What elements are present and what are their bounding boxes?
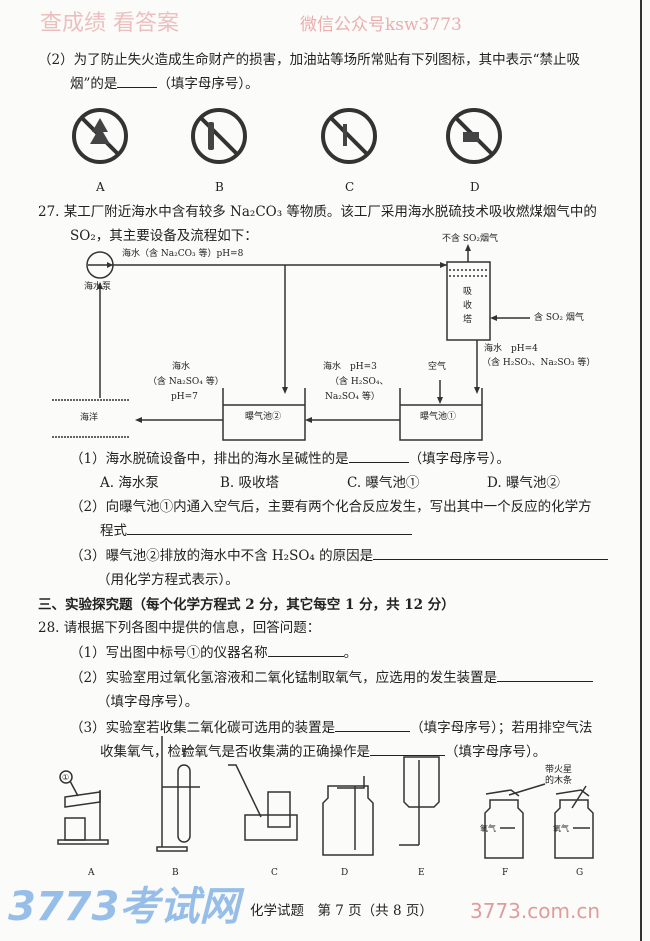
pool2-out-label: （含 Na₂SO₄ 等） [148, 377, 224, 387]
q27-sub3-line2: （用化学方程式表示）。 [97, 572, 239, 588]
pool1-out-label: Na₂SO₄ 等） [325, 392, 380, 402]
no-matches-icon [446, 108, 502, 164]
text: （填字母序号）。 [157, 76, 259, 92]
ocean-label: 海洋 [80, 413, 99, 423]
q27-line1: 27. 某工厂附近海水中含有较多 Na₂CO₃ 等物质。该工厂采用海水脱硫技术吸… [38, 204, 597, 220]
text: 。 [343, 645, 358, 661]
apparatus-label: C [271, 868, 278, 878]
answer-blank[interactable] [335, 719, 411, 732]
text: 程式 [100, 523, 127, 539]
q27-sub3: （3）曝气池②排放的海水中不含 H₂SO₄ 的原因是 [70, 547, 609, 565]
apparatus-label: F [502, 868, 509, 878]
oxygen-label: 氧气 [553, 824, 569, 833]
q28-sub3-line2: 收集氧气，检验氧气是否收集满的正确操作是 （填字母序号）。 [100, 743, 546, 761]
flow-label: 海水（含 Na₂CO₃ 等）pH=8 [122, 249, 244, 259]
page-footer: 化学试题 第 7 页（共 8 页） [250, 903, 433, 919]
q26-2-line1: （2）为了防止失火造成生命财产的损害，加油站等场所常贴有下列图标，其中表示“禁止… [38, 52, 580, 68]
apparatus-label: D [341, 868, 349, 878]
q28-line: 28. 请根据下列各图中提供的信息，回答问题： [38, 620, 321, 636]
flue-in-label: 含 SO₂ 烟气 [534, 313, 584, 323]
q28-sub2: （2）实验室用过氧化氢溶液和二氧化锰制取氧气，应选用的发生装置是 [70, 669, 594, 687]
pump-label: 海水泵 [84, 282, 112, 292]
air-label: 空气 [428, 362, 447, 372]
pool1-label: 曝气池① [420, 412, 457, 422]
text: （填字母序号）；若用排空气法 [410, 720, 593, 736]
splint-label: 的木条 [545, 776, 573, 786]
apparatus-label: B [172, 868, 179, 878]
answer-blank[interactable] [348, 450, 409, 463]
watermark-wechat: 微信公众号ksw3773 [300, 15, 462, 35]
pool2-out-label: pH=7 [171, 392, 198, 402]
marker-1: ① [62, 773, 70, 782]
q28-sub2-line2: （填字母序号）。 [97, 694, 199, 710]
watermark-red: 查成绩 看答案 [40, 11, 179, 36]
aeration-pool-2 [222, 388, 306, 441]
pool1-out-label: 海水 pH=3 [323, 362, 377, 372]
q27-sub2-line2: 程式 [100, 522, 412, 540]
icon-label: A [96, 180, 105, 194]
text: （3）实验室若收集二氧化碳可选用的装置是 [70, 720, 336, 736]
q26-2-line2: 烟”的是 （填字母序号）。 [70, 75, 259, 93]
answer-blank[interactable] [373, 547, 609, 560]
no-open-flame-icon [321, 108, 377, 164]
option-a: A. 海水泵 [100, 475, 159, 491]
q27-sub1: （1）海水脱硫设备中，排出的海水呈碱性的是 （填字母序号）。 [70, 450, 510, 468]
answer-blank[interactable] [117, 75, 158, 88]
icon-label: D [470, 180, 480, 194]
answer-blank[interactable] [497, 669, 594, 682]
aeration-pool-1 [399, 388, 483, 441]
pool2-out-label: 海水 [172, 362, 191, 372]
no-smoking-icon [191, 108, 247, 164]
tower-label: 吸收塔 [463, 287, 473, 325]
q27-line2: SO₂，其主要设备及流程如下： [70, 228, 258, 244]
option-b: B. 吸收塔 [220, 475, 280, 491]
text: （1）海水脱硫设备中，排出的海水呈碱性的是 [70, 451, 349, 467]
pool2-label: 曝气池② [245, 412, 282, 422]
text: （填字母序号）。 [408, 451, 510, 467]
text: 烟”的是 [70, 76, 118, 92]
answer-blank[interactable] [370, 743, 445, 756]
text: 收集氧气，检验氧气是否收集满的正确操作是 [100, 744, 370, 760]
q28-sub1: （1）写出图中标号①的仪器名称 。 [70, 644, 357, 662]
text: （2）实验室用过氧化氢溶液和二氧化锰制取氧气，应选用的发生装置是 [70, 670, 498, 686]
answer-blank[interactable] [127, 522, 412, 535]
pool1-out-label: （含 H₂SO₄、 [330, 377, 389, 387]
section-heading: 三、实验探究题（每个化学方程式 2 分，其它每空 1 分，共 12 分） [38, 597, 455, 613]
answer-blank[interactable] [267, 644, 344, 657]
apparatus-label: G [576, 868, 584, 878]
text: （1）写出图中标号①的仪器名称 [70, 645, 268, 661]
tower-out-label: 海水 pH=4 [484, 344, 538, 354]
text: （3）曝气池②排放的海水中不含 H₂SO₄ 的原因是 [70, 548, 374, 564]
tower-out-label: （含 H₂SO₃、Na₂SO₃ 等） [482, 358, 596, 368]
exhaust-label: 不含 SO₂烟气 [442, 234, 499, 244]
oxygen-label: 氧气 [480, 824, 496, 833]
page-border-line [640, 0, 642, 941]
watermark-logo: 3773考试网 [8, 884, 240, 930]
option-c: C. 曝气池① [347, 475, 420, 491]
no-fireworks-icon [72, 108, 128, 164]
watermark-url: 3773.com.cn [470, 899, 600, 923]
icon-label: B [215, 180, 224, 194]
icon-label: C [345, 180, 355, 194]
apparatus [57, 736, 594, 859]
splint-label: 带火星 [545, 765, 573, 775]
q27-sub2: （2）向曝气池①内通入空气后，主要有两个化合反应发生，写出其中一个反应的化学方 [70, 499, 592, 515]
apparatus-label: A [88, 868, 95, 878]
text: （填字母序号）。 [445, 744, 547, 760]
q28-sub3: （3）实验室若收集二氧化碳可选用的装置是 （填字母序号）；若用排空气法 [70, 719, 592, 737]
apparatus-label: E [418, 868, 425, 878]
option-d: D. 曝气池② [487, 475, 560, 491]
